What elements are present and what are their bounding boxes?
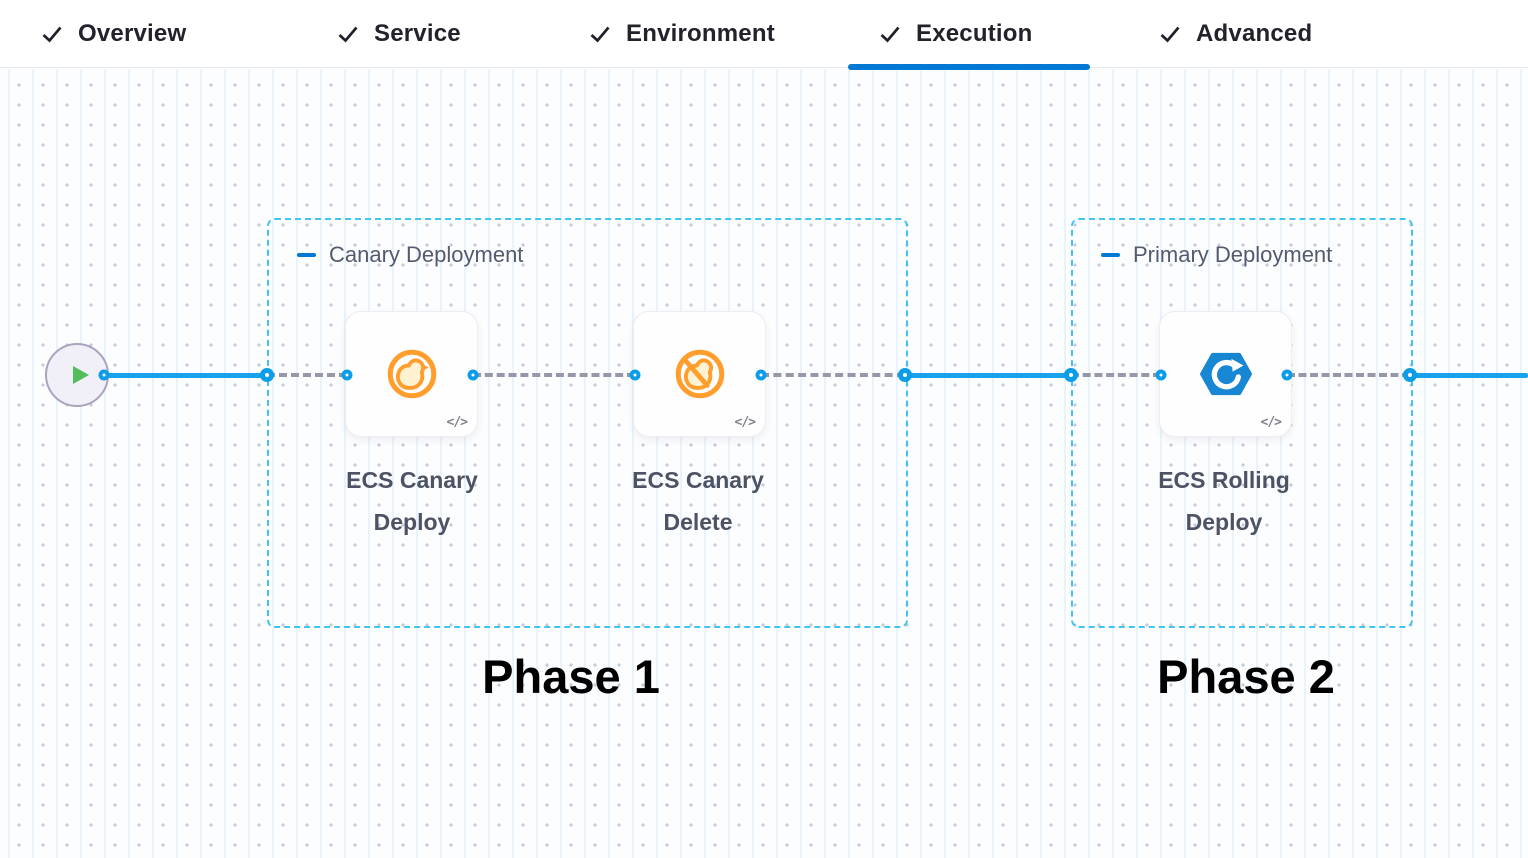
ecs-rolling-deploy-icon bbox=[1199, 352, 1252, 396]
connector-port[interactable] bbox=[755, 369, 767, 381]
group-collapse-header[interactable]: Primary Deployment bbox=[1101, 242, 1332, 268]
tab-label: Overview bbox=[78, 20, 187, 47]
connector-port[interactable] bbox=[98, 369, 110, 381]
connector-port[interactable] bbox=[629, 369, 641, 381]
tab-overview[interactable]: Overview bbox=[40, 0, 186, 68]
connector-port[interactable] bbox=[1155, 369, 1167, 381]
connector-port[interactable] bbox=[1064, 368, 1078, 382]
connector-port[interactable] bbox=[341, 369, 353, 381]
pipeline-canvas[interactable]: Canary Deployment Primary Deployment </> bbox=[0, 69, 1528, 858]
tab-environment[interactable]: Environment bbox=[588, 0, 775, 68]
group-collapse-header[interactable]: Canary Deployment bbox=[297, 242, 523, 268]
tab-label: Execution bbox=[916, 20, 1033, 47]
connector-port[interactable] bbox=[467, 369, 479, 381]
step-name: ECS Canary Deploy bbox=[346, 467, 478, 535]
connector-line bbox=[104, 373, 267, 378]
tab-label: Service bbox=[374, 20, 461, 47]
tab-service[interactable]: Service bbox=[336, 0, 461, 68]
connector-port[interactable] bbox=[260, 368, 274, 382]
check-icon bbox=[880, 26, 900, 43]
connector-port[interactable] bbox=[1281, 369, 1293, 381]
tab-label: Environment bbox=[626, 20, 775, 47]
setup-tabbar: Overview Service Environment Execution A… bbox=[0, 0, 1528, 70]
tab-label: Advanced bbox=[1196, 20, 1313, 47]
code-badge-icon: </> bbox=[1260, 415, 1283, 430]
stage-group-canary-deployment: Canary Deployment bbox=[267, 218, 908, 628]
phase-annotation: Phase 1 bbox=[482, 650, 660, 703]
step-card-ecs-rolling-deploy[interactable]: </> bbox=[1159, 311, 1292, 437]
connector-port[interactable] bbox=[898, 368, 912, 382]
check-icon bbox=[1160, 26, 1180, 43]
collapse-dash-icon bbox=[297, 253, 316, 257]
canary-deploy-icon bbox=[387, 349, 436, 399]
connector-line bbox=[1410, 373, 1528, 378]
collapse-dash-icon bbox=[1101, 253, 1120, 257]
connector-port[interactable] bbox=[1403, 368, 1417, 382]
check-icon bbox=[338, 26, 358, 43]
phase-annotation: Phase 2 bbox=[1157, 650, 1335, 703]
group-title: Primary Deployment bbox=[1133, 242, 1333, 267]
connector-line-dashed bbox=[473, 373, 635, 377]
code-badge-icon: </> bbox=[446, 415, 469, 430]
check-icon bbox=[590, 26, 610, 43]
connector-line-dashed bbox=[761, 373, 905, 377]
check-icon bbox=[42, 26, 62, 43]
play-icon bbox=[73, 366, 89, 384]
code-badge-icon: </> bbox=[734, 415, 757, 430]
connector-line-dashed bbox=[267, 373, 347, 377]
canary-delete-icon bbox=[675, 349, 724, 399]
connector-line-dashed bbox=[1071, 373, 1161, 377]
stage-group-primary-deployment: Primary Deployment bbox=[1071, 218, 1413, 628]
step-card-ecs-canary-deploy[interactable]: </> bbox=[345, 311, 478, 437]
step-name: ECS Canary Delete bbox=[632, 467, 764, 535]
step-card-ecs-canary-delete[interactable]: </> bbox=[633, 311, 766, 437]
connector-line bbox=[905, 373, 1071, 378]
tab-execution[interactable]: Execution bbox=[878, 0, 1033, 68]
step-name: ECS Rolling Deploy bbox=[1158, 467, 1290, 535]
active-tab-underline bbox=[848, 64, 1090, 70]
group-title: Canary Deployment bbox=[329, 242, 524, 267]
tab-advanced[interactable]: Advanced bbox=[1158, 0, 1312, 68]
connector-line-dashed bbox=[1287, 373, 1410, 377]
